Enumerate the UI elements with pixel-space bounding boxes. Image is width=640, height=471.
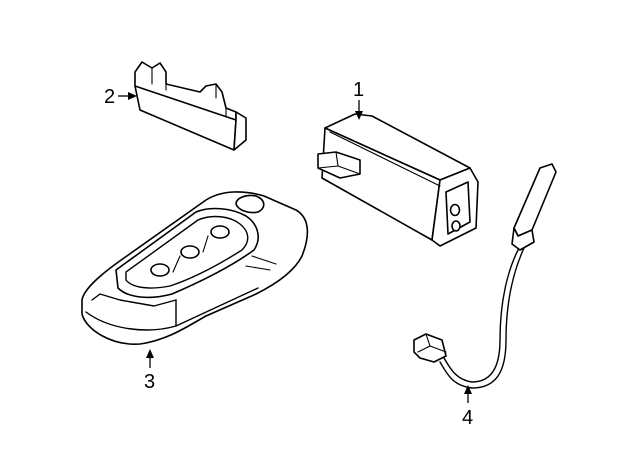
part-3-key-fob [81, 191, 309, 345]
callout-number-1: 1 [353, 79, 364, 101]
callout-3: 3 [144, 349, 155, 393]
callout-number-3: 3 [144, 371, 155, 393]
arrowhead-1 [355, 111, 363, 120]
part-1-module [317, 113, 479, 247]
arrowhead-4 [464, 385, 472, 394]
part-4-antenna [413, 163, 557, 389]
arrowhead-3 [146, 349, 154, 358]
callout-1: 1 [353, 79, 364, 120]
arrowhead-2 [128, 92, 137, 100]
callout-number-4: 4 [462, 407, 473, 429]
callout-4: 4 [462, 385, 473, 429]
part-2-bracket [134, 61, 247, 151]
callout-number-2: 2 [104, 86, 115, 108]
callout-2: 2 [104, 86, 137, 108]
